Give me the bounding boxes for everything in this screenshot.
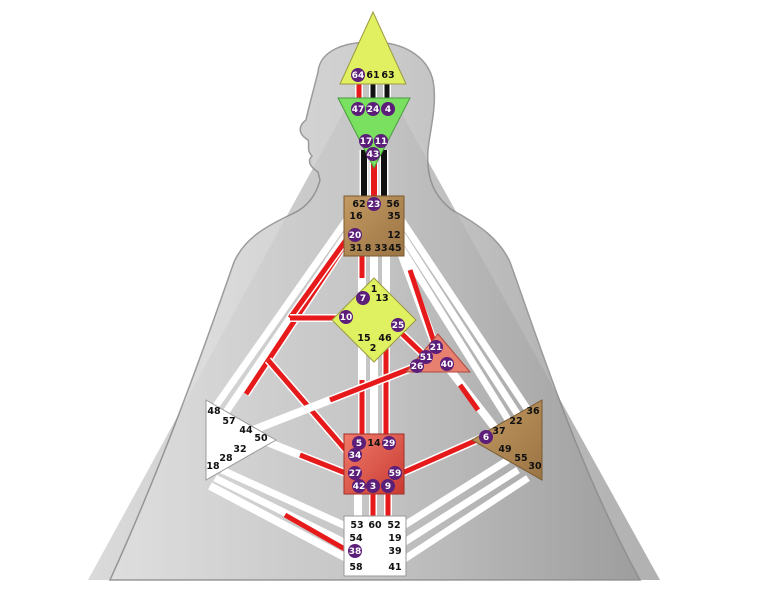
gate-45: 45 xyxy=(388,243,401,254)
gate-62: 62 xyxy=(352,199,365,210)
gate-34: 34 xyxy=(349,451,362,461)
gate-57: 57 xyxy=(222,416,235,427)
gate-7: 7 xyxy=(360,294,366,304)
gate-4: 4 xyxy=(385,105,391,115)
gate-2: 2 xyxy=(370,343,377,354)
gate-39: 39 xyxy=(388,546,401,557)
gate-49: 49 xyxy=(498,444,511,455)
gate-10: 10 xyxy=(340,313,353,323)
gate-5: 5 xyxy=(356,439,362,449)
gate-35: 35 xyxy=(387,211,400,222)
gate-40: 40 xyxy=(441,360,454,370)
gate-26: 26 xyxy=(411,362,424,372)
gate-28: 28 xyxy=(219,453,233,464)
gate-20: 20 xyxy=(349,231,362,241)
gate-51: 51 xyxy=(420,353,433,363)
gate-31: 31 xyxy=(349,243,362,254)
gate-58: 58 xyxy=(349,562,363,573)
gate-11: 11 xyxy=(375,137,388,147)
gate-22: 22 xyxy=(509,416,522,427)
gate-17: 17 xyxy=(360,137,373,147)
spleen-center xyxy=(205,399,278,481)
gate-8: 8 xyxy=(365,243,372,254)
gate-30: 30 xyxy=(528,461,542,472)
gate-36: 36 xyxy=(526,406,540,417)
gate-33: 33 xyxy=(374,243,387,254)
gate-53: 53 xyxy=(350,520,363,531)
gate-24: 24 xyxy=(367,105,380,115)
gate-23: 23 xyxy=(368,200,381,210)
gate-41: 41 xyxy=(388,562,401,573)
gate-14: 14 xyxy=(367,438,381,449)
gate-37: 37 xyxy=(492,426,505,437)
gate-29: 29 xyxy=(383,439,396,449)
gate-16: 16 xyxy=(349,211,363,222)
gate-15: 15 xyxy=(357,333,370,344)
gate-54: 54 xyxy=(349,533,363,544)
head-center xyxy=(339,10,407,85)
gate-27: 27 xyxy=(349,469,362,479)
gate-46: 46 xyxy=(378,333,392,344)
gate-19: 19 xyxy=(388,533,401,544)
gate-60: 60 xyxy=(368,520,382,531)
gate-59: 59 xyxy=(389,469,402,479)
gate-18: 18 xyxy=(206,461,220,472)
gate-48: 48 xyxy=(207,406,221,417)
g-center xyxy=(331,277,417,363)
gate-9: 9 xyxy=(385,482,391,492)
gate-3: 3 xyxy=(370,482,376,492)
solar-plexus-center xyxy=(470,399,543,481)
gate-42: 42 xyxy=(353,482,366,492)
gate-38: 38 xyxy=(349,547,362,557)
gate-43: 43 xyxy=(367,150,380,160)
gate-labels: 64 61 63 47 24 4 17 11 43 62 23 56 16 35… xyxy=(206,68,542,573)
gate-1: 1 xyxy=(371,284,378,295)
gate-63: 63 xyxy=(381,70,394,81)
gate-32: 32 xyxy=(233,444,246,455)
gate-61: 61 xyxy=(366,70,379,81)
gate-21: 21 xyxy=(430,343,443,353)
gate-47: 47 xyxy=(352,105,365,115)
gate-55: 55 xyxy=(514,453,527,464)
gate-13: 13 xyxy=(375,293,388,304)
gate-44: 44 xyxy=(239,425,253,436)
gate-25: 25 xyxy=(392,321,405,331)
gate-56: 56 xyxy=(386,199,400,210)
gate-52: 52 xyxy=(387,520,400,531)
gate-64: 64 xyxy=(352,71,365,81)
gate-6: 6 xyxy=(483,433,489,443)
gate-12: 12 xyxy=(387,230,400,241)
gate-50: 50 xyxy=(254,433,268,444)
